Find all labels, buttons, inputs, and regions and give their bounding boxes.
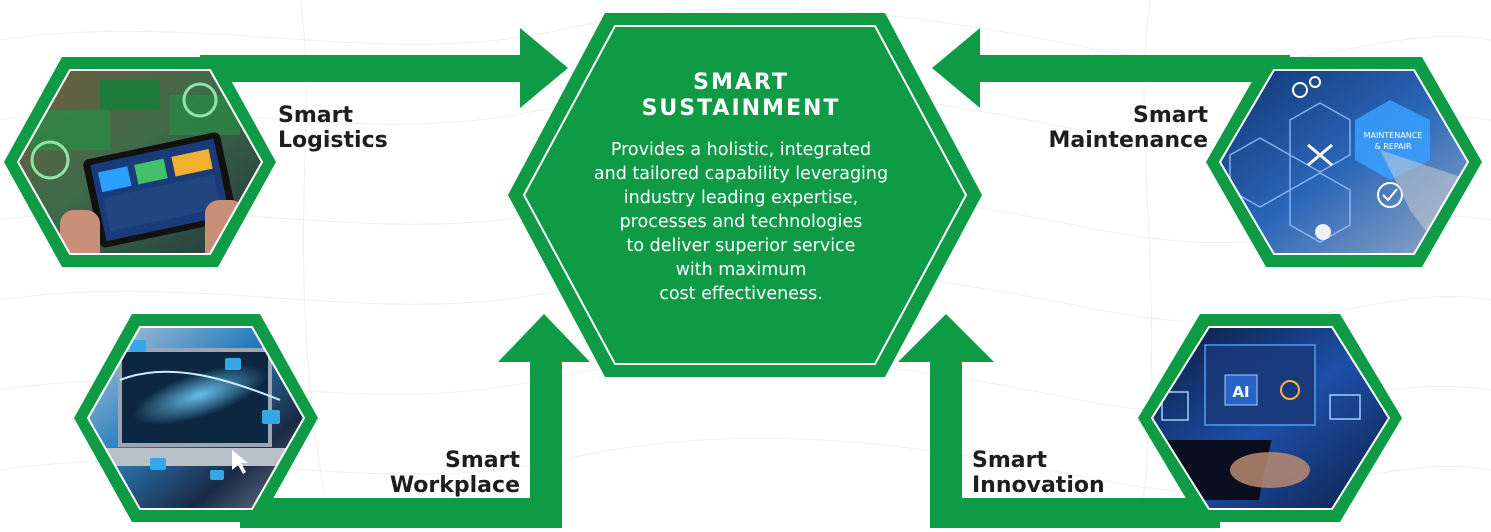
logistics-label: Smart Logistics — [278, 103, 388, 153]
center-title: SMART SUSTAINMENT — [540, 70, 942, 122]
maintenance-label-line1: Smart — [1133, 103, 1208, 128]
center-description-line: cost effectiveness. — [659, 284, 823, 304]
maintenance-image-text-2: & REPAIR — [1374, 142, 1412, 151]
workplace-label: Smart Workplace — [330, 448, 520, 498]
innovation-label-line1: Smart — [972, 448, 1047, 473]
logistics-hexagon — [4, 57, 276, 267]
arrow-workplace-to-center — [240, 314, 590, 528]
checkmark-icon — [1377, 182, 1403, 208]
center-description: Provides a holistic, integrated and tail… — [540, 138, 942, 306]
innovation-label: Smart Innovation — [972, 448, 1105, 498]
center-hexagon — [508, 13, 982, 377]
center-description-line: Provides a holistic, integrated — [610, 140, 872, 160]
center-title-line2: SUSTAINMENT — [641, 96, 841, 121]
center-description-line: processes and technologies — [619, 212, 863, 232]
workplace-label-line2: Workplace — [389, 473, 520, 498]
center-description-line: and tailored capability leveraging — [593, 164, 889, 184]
cursor-icon — [232, 450, 248, 474]
center-description-line: to deliver superior service — [626, 236, 856, 256]
maintenance-image-text-1: MAINTENANCE — [1364, 131, 1423, 140]
maintenance-label-line2: Maintenance — [1048, 128, 1208, 153]
maintenance-repair-photo: MAINTENANCE & REPAIR — [1220, 70, 1468, 254]
center-description-line: industry leading expertise, — [623, 188, 859, 208]
center-title-line1: SMART — [693, 70, 789, 95]
innovation-hexagon: AI — [1138, 314, 1402, 522]
logistics-label-line1: Smart — [278, 103, 353, 128]
workplace-hexagon — [74, 314, 318, 522]
center-description-line: with maximum — [675, 260, 807, 280]
tablet-warehouse-photo — [18, 70, 262, 254]
maintenance-label: Smart Maintenance — [990, 103, 1208, 153]
innovation-label-line2: Innovation — [972, 473, 1105, 498]
arrow-maintenance-to-center — [932, 28, 1290, 108]
logistics-label-line2: Logistics — [278, 128, 388, 153]
person-icon — [1315, 224, 1331, 240]
ai-image-text: AI — [1232, 383, 1249, 401]
envelope-icons — [130, 340, 280, 480]
arrow-innovation-to-center — [898, 314, 1220, 528]
arrow-logistics-to-center — [200, 28, 568, 108]
workplace-label-line1: Smart — [445, 448, 520, 473]
maintenance-hexagon: MAINTENANCE & REPAIR — [1206, 57, 1482, 267]
wrench-screwdriver-icon — [1307, 143, 1333, 167]
gear-icon — [1292, 82, 1308, 98]
laptop-email-photo — [88, 327, 304, 509]
